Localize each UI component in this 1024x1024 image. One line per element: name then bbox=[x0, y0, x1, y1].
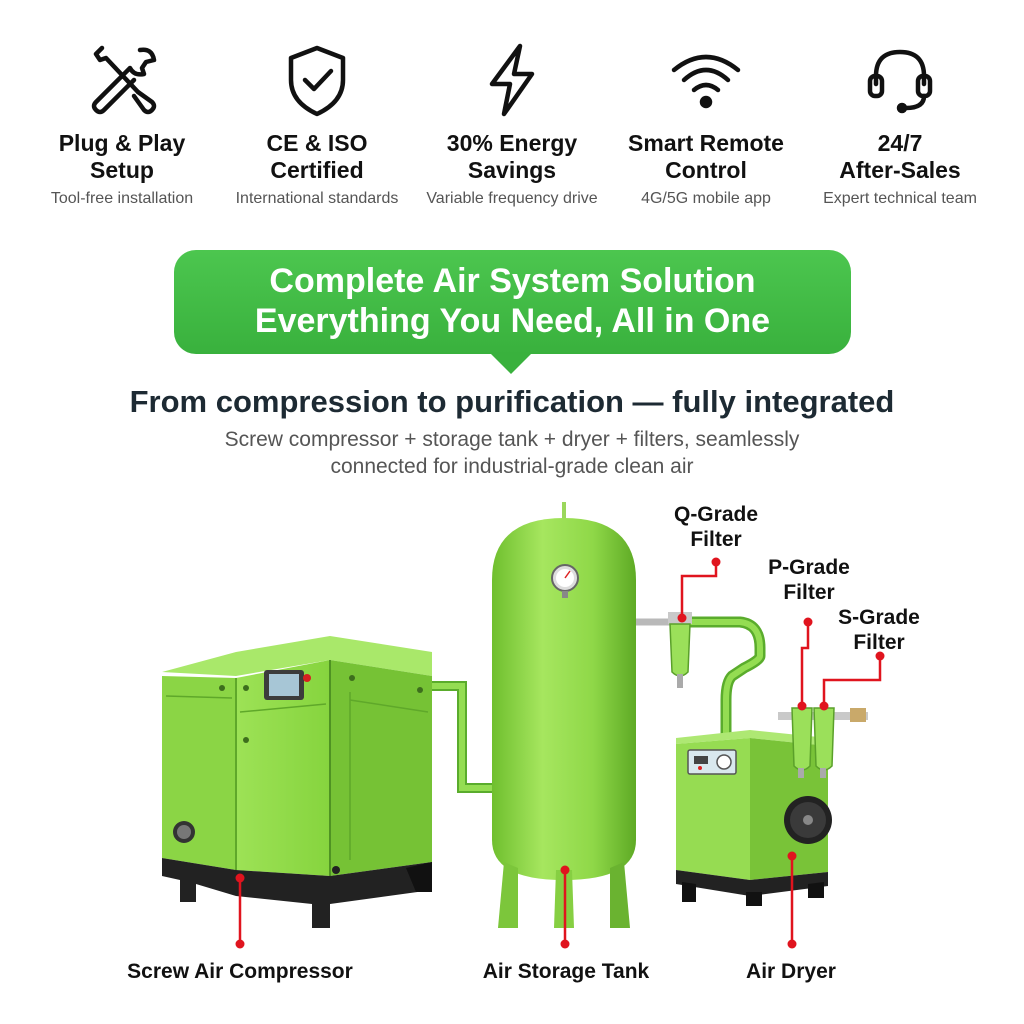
feature-title: CE & ISO Certified bbox=[266, 130, 368, 183]
feature-after-sales: 24/7 After-Sales Expert technical team bbox=[802, 40, 998, 208]
feature-title: Plug & Play Setup bbox=[58, 130, 186, 183]
banner-line-2: Everything You Need, All in One bbox=[254, 302, 771, 340]
solution-banner: Complete Air System Solution Everything … bbox=[174, 250, 851, 354]
air-system-illustration bbox=[162, 502, 885, 949]
feature-title: 24/7 After-Sales bbox=[839, 130, 961, 183]
subline-2: connected for industrial-grade clean air bbox=[330, 455, 694, 478]
feature-title: 30% Energy Savings bbox=[446, 130, 578, 183]
banner-line-1: Complete Air System Solution bbox=[269, 262, 756, 300]
pipe-tank-to-dryer bbox=[636, 616, 766, 736]
shield-check-icon bbox=[288, 45, 346, 117]
feature-energy-savings: 30% Energy Savings Variable frequency dr… bbox=[414, 40, 610, 208]
feature-subtitle: Tool-free installation bbox=[50, 190, 194, 207]
feature-subtitle: Expert technical team bbox=[823, 190, 977, 207]
feature-remote-control: Smart Remote Control 4G/5G mobile app bbox=[608, 40, 804, 208]
s-grade-filter bbox=[813, 707, 866, 778]
pipe-compressor-to-tank bbox=[425, 681, 492, 793]
label-air-dryer: Air Dryer bbox=[746, 960, 836, 983]
headline: From compression to purification — fully… bbox=[129, 384, 895, 419]
label-air-storage-tank: Air Storage Tank bbox=[482, 960, 650, 983]
air-dryer bbox=[676, 730, 832, 906]
feature-certified: CE & ISO Certified International standar… bbox=[219, 40, 415, 208]
label-q-grade-filter: Q-Grade Filter bbox=[673, 503, 759, 551]
feature-title: Smart Remote Control bbox=[628, 130, 784, 183]
feature-subtitle: Variable frequency drive bbox=[426, 190, 598, 207]
callout-dots bbox=[235, 557, 885, 949]
wifi-icon bbox=[671, 54, 741, 109]
subline-1: Screw compressor + storage tank + dryer … bbox=[224, 428, 800, 451]
q-grade-filter bbox=[668, 612, 692, 688]
air-storage-tank bbox=[492, 502, 636, 928]
banner-pointer bbox=[489, 352, 533, 374]
feature-plug-and-play: Plug & Play Setup Tool-free installation bbox=[24, 40, 220, 208]
feature-subtitle: 4G/5G mobile app bbox=[641, 190, 771, 207]
wrench-screwdriver-icon bbox=[91, 45, 157, 115]
label-screw-air-compressor: Screw Air Compressor bbox=[127, 960, 353, 983]
feature-subtitle: International standards bbox=[235, 190, 399, 207]
headset-icon bbox=[867, 49, 933, 114]
callout-lines bbox=[238, 562, 882, 944]
label-p-grade-filter: P-Grade Filter bbox=[768, 556, 850, 604]
feature-row: Plug & Play Setup Tool-free installation… bbox=[0, 40, 1024, 220]
screw-air-compressor bbox=[162, 636, 432, 928]
label-s-grade-filter: S-Grade Filter bbox=[838, 606, 920, 654]
lightning-bolt-icon bbox=[489, 43, 535, 117]
